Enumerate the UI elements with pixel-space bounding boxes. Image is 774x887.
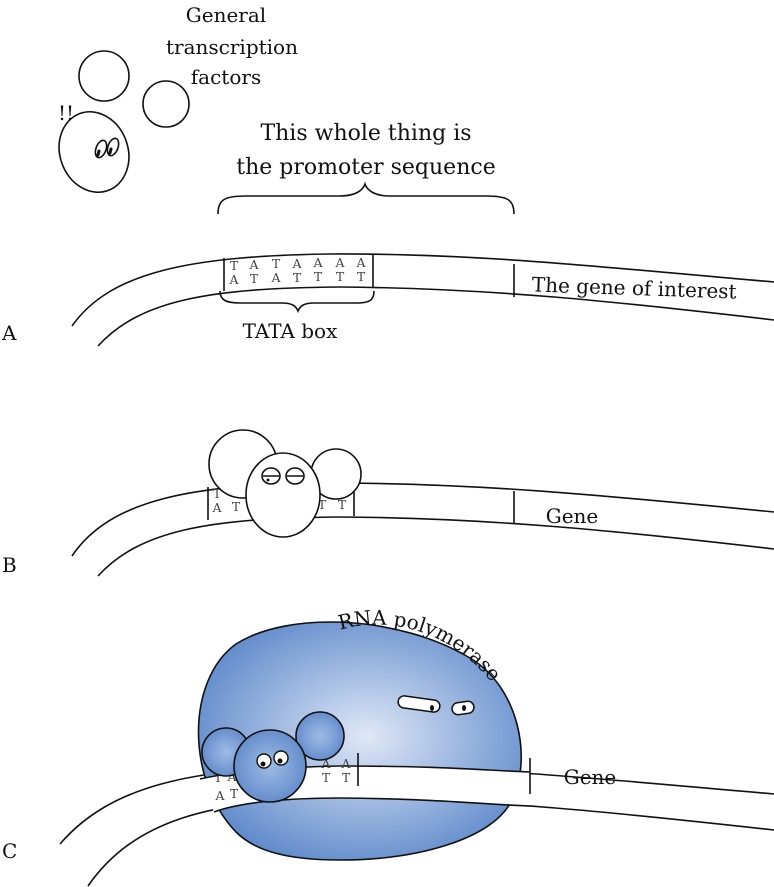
base-letter: T	[338, 497, 347, 512]
base-letter: A	[312, 255, 323, 270]
base-letter: T	[336, 269, 345, 284]
base-letter: T	[318, 497, 327, 512]
base-letter: T	[250, 271, 259, 286]
promoter-label-line1: This whole thing is	[260, 121, 471, 146]
base-letter: A	[248, 257, 259, 272]
tata-bases-top-a: T A T A A A A	[230, 255, 367, 273]
tata-bases-bottom-a: A T A T T T T	[228, 269, 365, 287]
tata-box-outline	[223, 255, 374, 291]
promoter-brace	[217, 181, 515, 215]
base-letter: T	[214, 770, 223, 785]
base-letter: A	[355, 255, 366, 270]
transcription-factor-circle-2	[142, 80, 190, 128]
transcription-factor-circle-1	[78, 50, 130, 102]
dna-edge-bottom-c	[213, 797, 531, 813]
base-letter: A	[270, 270, 281, 285]
panel-a: General transcription factors !! This wh…	[1, 3, 774, 347]
polymerase-eyes-icon	[397, 695, 475, 716]
base-letter: T	[342, 770, 351, 785]
bound-factor-center-c	[233, 729, 307, 803]
base-letter: A	[211, 500, 222, 515]
base-letter: A	[291, 256, 302, 271]
gene-label-b: Gene	[546, 504, 599, 528]
gene-label-c: Gene	[564, 765, 617, 789]
base-letter: A	[214, 788, 225, 803]
base-letter: T	[272, 256, 281, 271]
promoter-label-line2: the promoter sequence	[236, 155, 495, 180]
base-letter: A	[340, 756, 351, 771]
gtf-label-line1: General	[186, 3, 266, 27]
gene-of-interest-label: The gene of interest	[531, 272, 736, 303]
base-letter: T	[232, 499, 241, 514]
bound-factor-right-c	[295, 711, 345, 761]
surprised-eyes-icon	[94, 137, 120, 159]
dna-strand-bottom-b	[97, 516, 774, 577]
base-letter: A	[226, 769, 237, 784]
dna-strand-top-a	[71, 253, 774, 327]
bound-factor-center	[245, 452, 321, 538]
tata-box-brace	[219, 290, 375, 314]
transcription-factor-with-eyes	[58, 110, 130, 194]
base-letter: T	[230, 786, 239, 801]
base-letter: T	[357, 269, 366, 284]
exclamation-marks: !!	[58, 101, 74, 125]
base-letter: T	[314, 269, 323, 284]
tata-bases-c: T A A T A A T T	[214, 756, 352, 803]
gtf-label-line2: transcription	[166, 35, 298, 59]
dna-strand-bottom-a	[97, 286, 774, 347]
factor-eyes-icon	[256, 750, 289, 769]
panel-letter-b: B	[2, 553, 17, 577]
panel-b: T A A T A A T T Gene B	[2, 429, 774, 577]
base-letter: T	[293, 270, 302, 285]
panel-c: T A A T A A T T RNA polymerase Gene C	[2, 606, 774, 887]
base-letter: T	[322, 770, 331, 785]
base-letter: T	[213, 486, 222, 501]
base-letter: T	[230, 258, 239, 273]
base-letter: A	[334, 255, 345, 270]
base-letter: A	[320, 756, 331, 771]
tata-box-label: TATA box	[243, 319, 338, 343]
sleepy-eyes-icon	[261, 467, 305, 485]
panel-letter-a: A	[1, 321, 17, 345]
gtf-label-line3: factors	[191, 65, 261, 89]
base-letter: A	[228, 272, 239, 287]
panel-letter-c: C	[2, 839, 17, 863]
